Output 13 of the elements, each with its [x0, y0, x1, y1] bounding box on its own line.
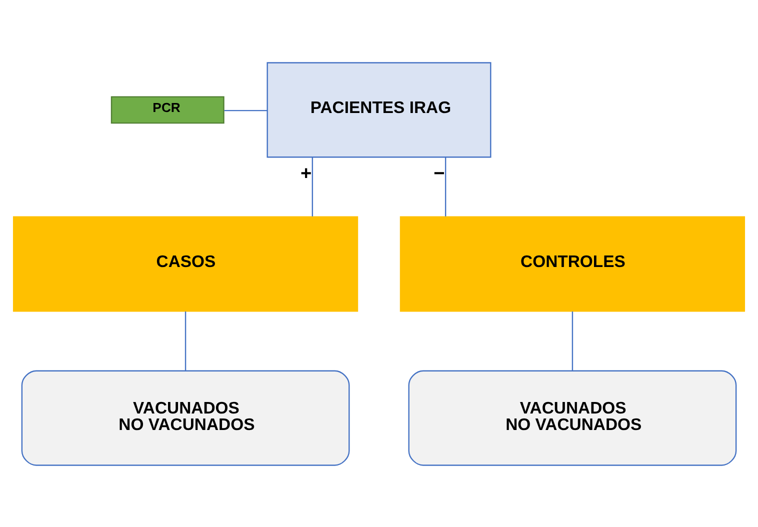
node-box: VACUNADOS NO VACUNADOS: [408, 370, 737, 466]
connector: [572, 310, 574, 370]
node-box: PCR: [110, 96, 224, 124]
node-box: VACUNADOS NO VACUNADOS: [21, 370, 350, 466]
node-box: CONTROLES: [400, 216, 746, 312]
node-box: CASOS: [12, 216, 358, 312]
edge-label: +: [300, 163, 312, 184]
node-box: PACIENTES IRAG: [266, 62, 492, 158]
connector: [184, 310, 186, 370]
connector: [444, 156, 446, 216]
connector: [312, 156, 314, 216]
connector: [224, 109, 268, 111]
edge-label: −: [434, 163, 445, 184]
